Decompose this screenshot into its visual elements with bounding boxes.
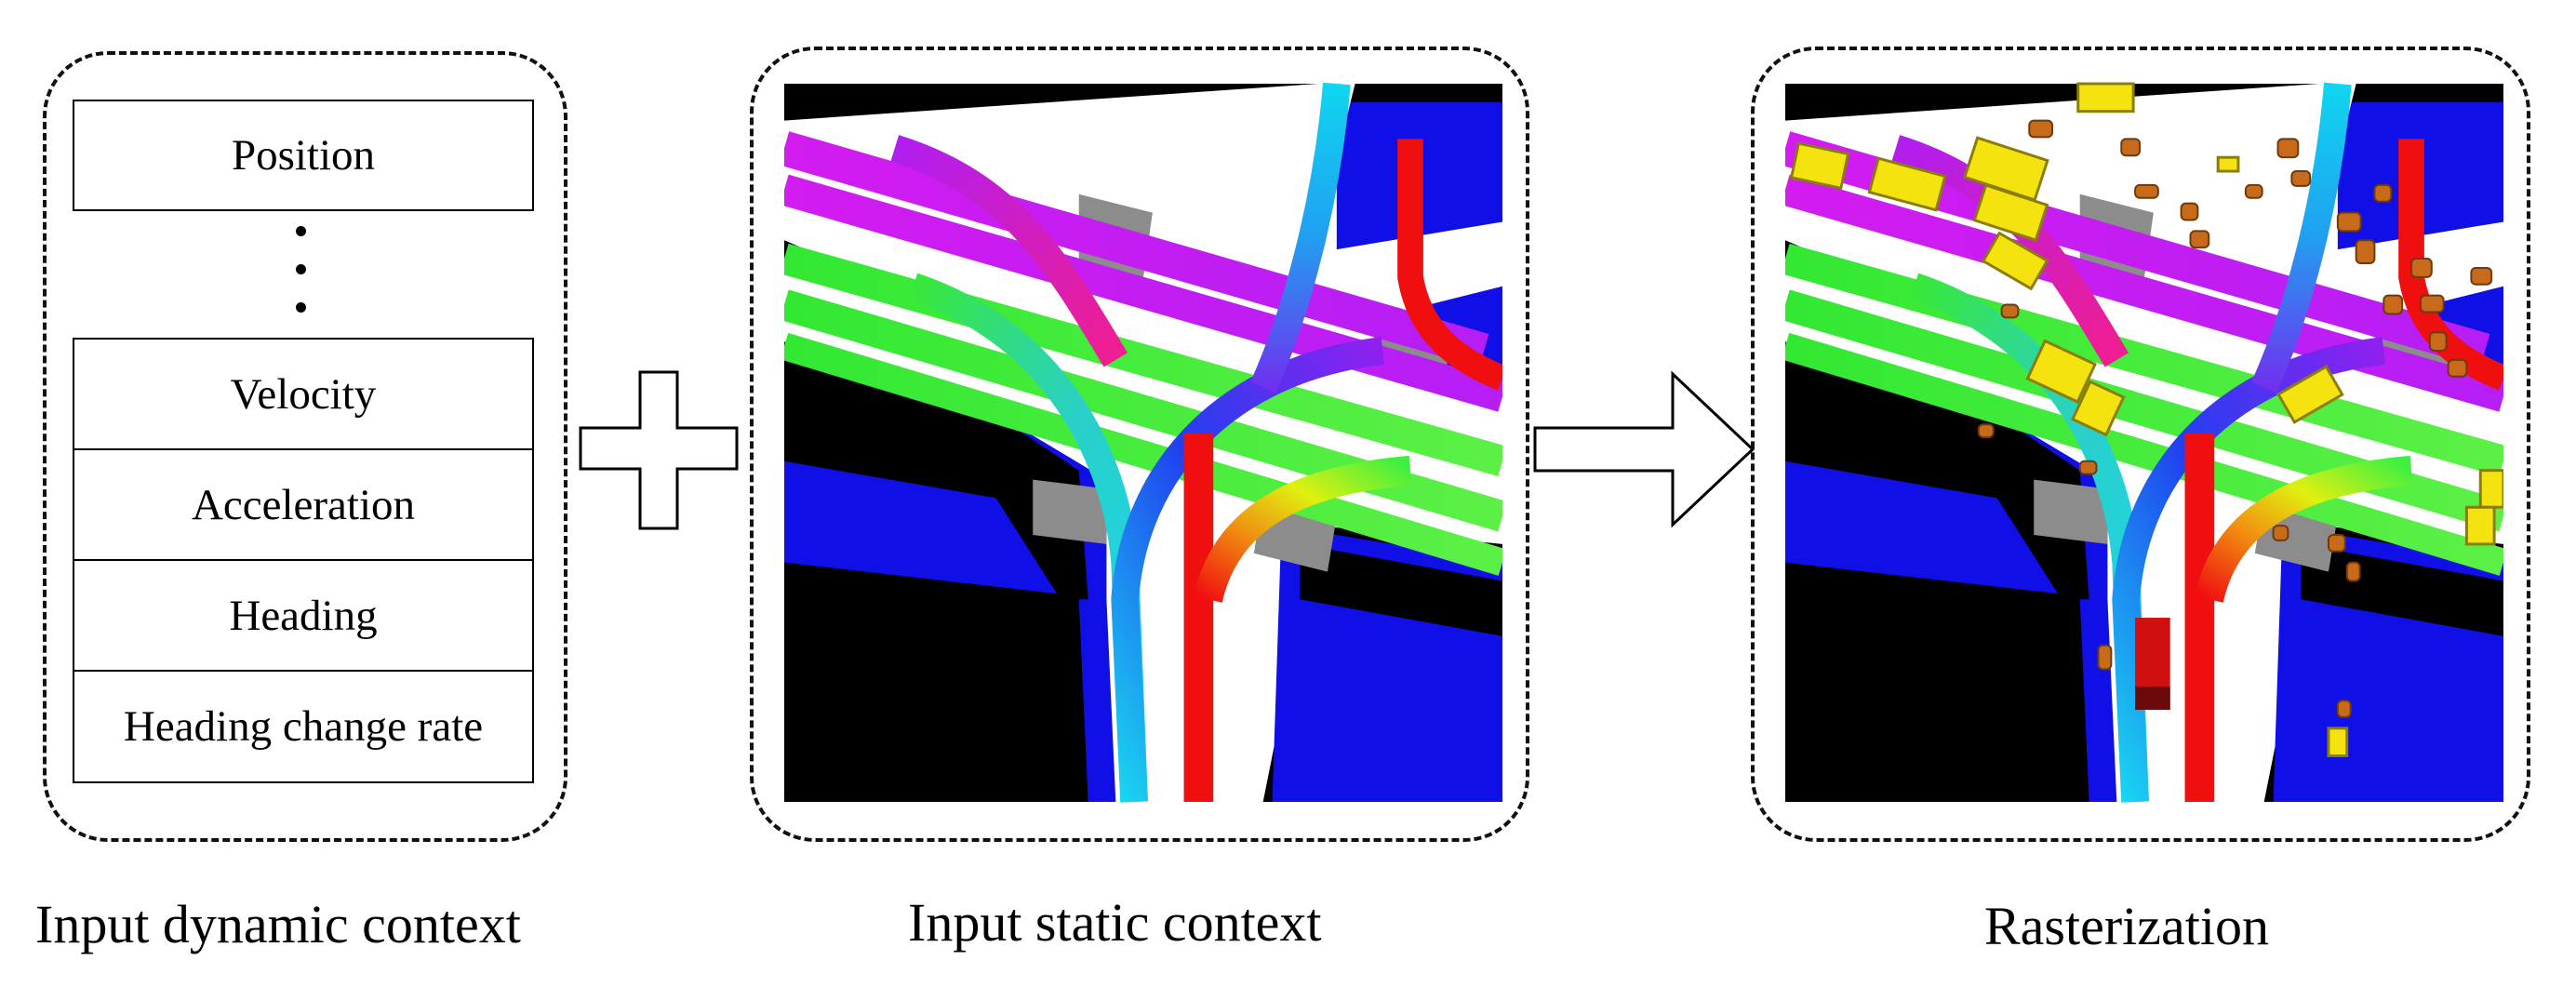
feature-velocity-box: Velocity — [73, 338, 534, 450]
feature-heading-label: Heading — [229, 591, 378, 640]
feature-acceleration-label: Acceleration — [191, 480, 416, 529]
dynamic-context-panel — [43, 51, 567, 842]
ellipsis-dot — [296, 226, 306, 236]
dynamic-context-caption: Input dynamic context — [35, 894, 521, 954]
feature-acceleration-box: Acceleration — [73, 448, 534, 561]
rasterization-panel — [1751, 47, 2530, 842]
ellipsis-dot — [296, 264, 306, 274]
feature-heading-change-rate-box: Heading change rate — [73, 670, 534, 783]
feature-position-box: Position — [73, 100, 534, 211]
ellipsis-dot — [296, 302, 306, 313]
plus-icon — [579, 370, 739, 530]
static-map-raster — [784, 80, 1502, 806]
vehicle-boxes — [1789, 82, 2503, 757]
feature-velocity-label: Velocity — [230, 369, 377, 419]
feature-heading-box: Heading — [73, 559, 534, 672]
feature-heading-change-rate-label: Heading change rate — [123, 702, 484, 751]
feature-position-label: Position — [231, 131, 376, 180]
rasterization-caption: Rasterization — [1984, 896, 2270, 956]
ego-vehicle — [2135, 618, 2170, 711]
static-context-panel — [750, 47, 1529, 842]
static-context-caption: Input static context — [908, 892, 1322, 953]
pedestrian-markers — [1977, 119, 2493, 718]
right-arrow-icon — [1533, 370, 1755, 528]
rasterized-map — [1785, 80, 2503, 806]
